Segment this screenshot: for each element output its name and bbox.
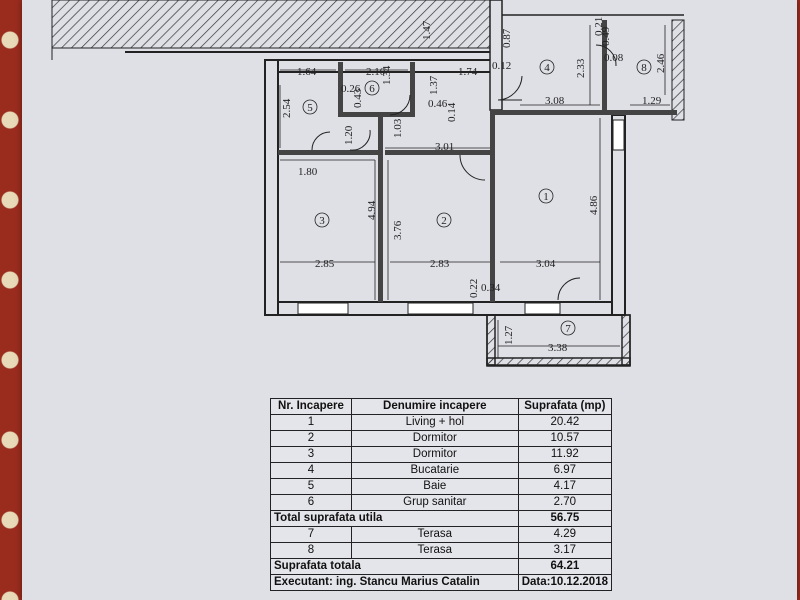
dim-label: 2.10 [366, 66, 386, 78]
dim-label: 2.33 [575, 58, 587, 78]
dim-label: 4.86 [588, 195, 600, 215]
total-area-value: 64.21 [517, 558, 613, 575]
dim-label: 0.21 [593, 17, 605, 36]
room-area-table: Nr. Incapere Denumire incapere Suprafata… [270, 398, 613, 591]
dim-label: 1.80 [298, 166, 318, 178]
table-header-row: Nr. Incapere Denumire incapere Suprafata… [270, 398, 613, 415]
total-area-label: Suprafata totala [270, 558, 519, 575]
date-cell: Data:10.12.2018 [517, 574, 613, 591]
executant-cell: Executant: ing. Stancu Marius Catalin [270, 574, 519, 591]
dim-label: 0.49 [600, 26, 612, 46]
dim-label: 0.22 [468, 279, 480, 298]
interior-walls [278, 20, 677, 302]
room-area-cell: 10.57 [517, 430, 613, 447]
room-name-cell: Dormitor [350, 446, 519, 463]
total-useful-label: Total suprafata utila [270, 510, 519, 527]
dim-label: 3.38 [548, 342, 568, 354]
column-header: Nr. Incapere [270, 398, 352, 415]
room-area-cell: 2.70 [517, 494, 613, 511]
room-name-cell: Dormitor [350, 430, 519, 447]
table-row: 2 Dormitor 10.57 [270, 430, 613, 447]
room-nr-cell: 4 [270, 462, 352, 479]
dim-label: 1.74 [458, 66, 478, 78]
room-nr-cell: 7 [270, 526, 352, 543]
dim-label: 3.08 [545, 95, 565, 107]
dim-label: 4.94 [366, 200, 378, 220]
dim-label: 3.04 [536, 258, 556, 270]
dim-label: 3.01 [435, 141, 454, 153]
dim-label: 1.34 [381, 65, 393, 85]
room-number: 2 [441, 215, 447, 227]
table-row: 4 Bucatarie 6.97 [270, 462, 613, 479]
dim-label: 2.54 [281, 98, 293, 118]
room-nr-cell: 6 [270, 494, 352, 511]
room-number: 5 [307, 102, 313, 114]
total-useful-row: Total suprafata utila 56.75 [270, 510, 613, 527]
room-number: 1 [543, 191, 549, 203]
dimension-lines [279, 25, 670, 358]
dim-label: 0.14 [446, 102, 458, 122]
room-name-cell: Bucatarie [350, 462, 519, 479]
dim-label: 1.64 [297, 66, 317, 78]
table-row: 1 Living + hol 20.42 [270, 414, 613, 431]
room-name-cell: Grup sanitar [350, 494, 519, 511]
room-number: 8 [641, 62, 647, 74]
windows [297, 119, 625, 315]
dim-label: 0.26 [341, 83, 361, 95]
room-number: 3 [319, 215, 325, 227]
table-row: 8 Terasa 3.17 [270, 542, 613, 559]
dim-label: 1.20 [343, 125, 355, 145]
dim-label: 2.85 [315, 258, 335, 270]
room-nr-cell: 1 [270, 414, 352, 431]
dim-label: 0.87 [501, 28, 513, 48]
total-useful-value: 56.75 [517, 510, 613, 527]
dim-label: 1.37 [428, 75, 440, 95]
door-swings [311, 44, 617, 301]
signature-row: Executant: ing. Stancu Marius Catalin Da… [270, 574, 613, 591]
dim-label: 1.27 [503, 325, 515, 345]
room-number-circles [302, 59, 652, 336]
room-numbers: 1 2 3 4 5 6 7 8 [307, 62, 647, 335]
dim-label: 0.34 [481, 282, 501, 294]
room-number: 7 [565, 323, 571, 335]
room-nr-cell: 3 [270, 446, 352, 463]
terrace-7-walls [486, 314, 631, 367]
dim-label: 0.43 [352, 88, 364, 108]
room-name-cell: Baie [350, 478, 519, 495]
room-nr-cell: 2 [270, 430, 352, 447]
room-nr-cell: 8 [270, 542, 352, 559]
room-area-cell: 4.29 [517, 526, 613, 543]
room-area-cell: 11.92 [517, 446, 613, 463]
room-area-cell: 6.97 [517, 462, 613, 479]
dim-label: 1.47 [421, 20, 433, 40]
room-area-cell: 4.17 [517, 478, 613, 495]
room-nr-cell: 5 [270, 478, 352, 495]
table-row: 5 Baie 4.17 [270, 478, 613, 495]
column-header: Denumire incapere [350, 398, 519, 415]
room-name-cell: Terasa [350, 526, 519, 543]
room-area-cell: 3.17 [517, 542, 613, 559]
dim-label: 1.03 [392, 118, 404, 138]
room-number: 6 [369, 83, 375, 95]
room-name-cell: Living + hol [350, 414, 519, 431]
table-row: 7 Terasa 4.29 [270, 526, 613, 543]
total-area-row: Suprafata totala 64.21 [270, 558, 613, 575]
room-name-cell: Terasa [350, 542, 519, 559]
table-row: 6 Grup sanitar 2.70 [270, 494, 613, 511]
dim-label: 2.83 [430, 258, 450, 270]
dimension-labels: 1.64 2.10 1.47 1.34 1.37 1.74 0.87 0.12 … [281, 17, 667, 354]
dim-label: 3.76 [392, 220, 404, 240]
table-row: 3 Dormitor 11.92 [270, 446, 613, 463]
dim-label: 1.29 [642, 95, 662, 107]
dim-label: 0.08 [604, 52, 624, 64]
column-header: Suprafata (mp) [517, 398, 613, 415]
room-number: 4 [544, 62, 550, 74]
dim-label: 0.46 [428, 98, 448, 110]
dim-label: 0.12 [492, 60, 511, 72]
room-area-cell: 20.42 [517, 414, 613, 431]
dim-label: 2.46 [655, 53, 667, 73]
